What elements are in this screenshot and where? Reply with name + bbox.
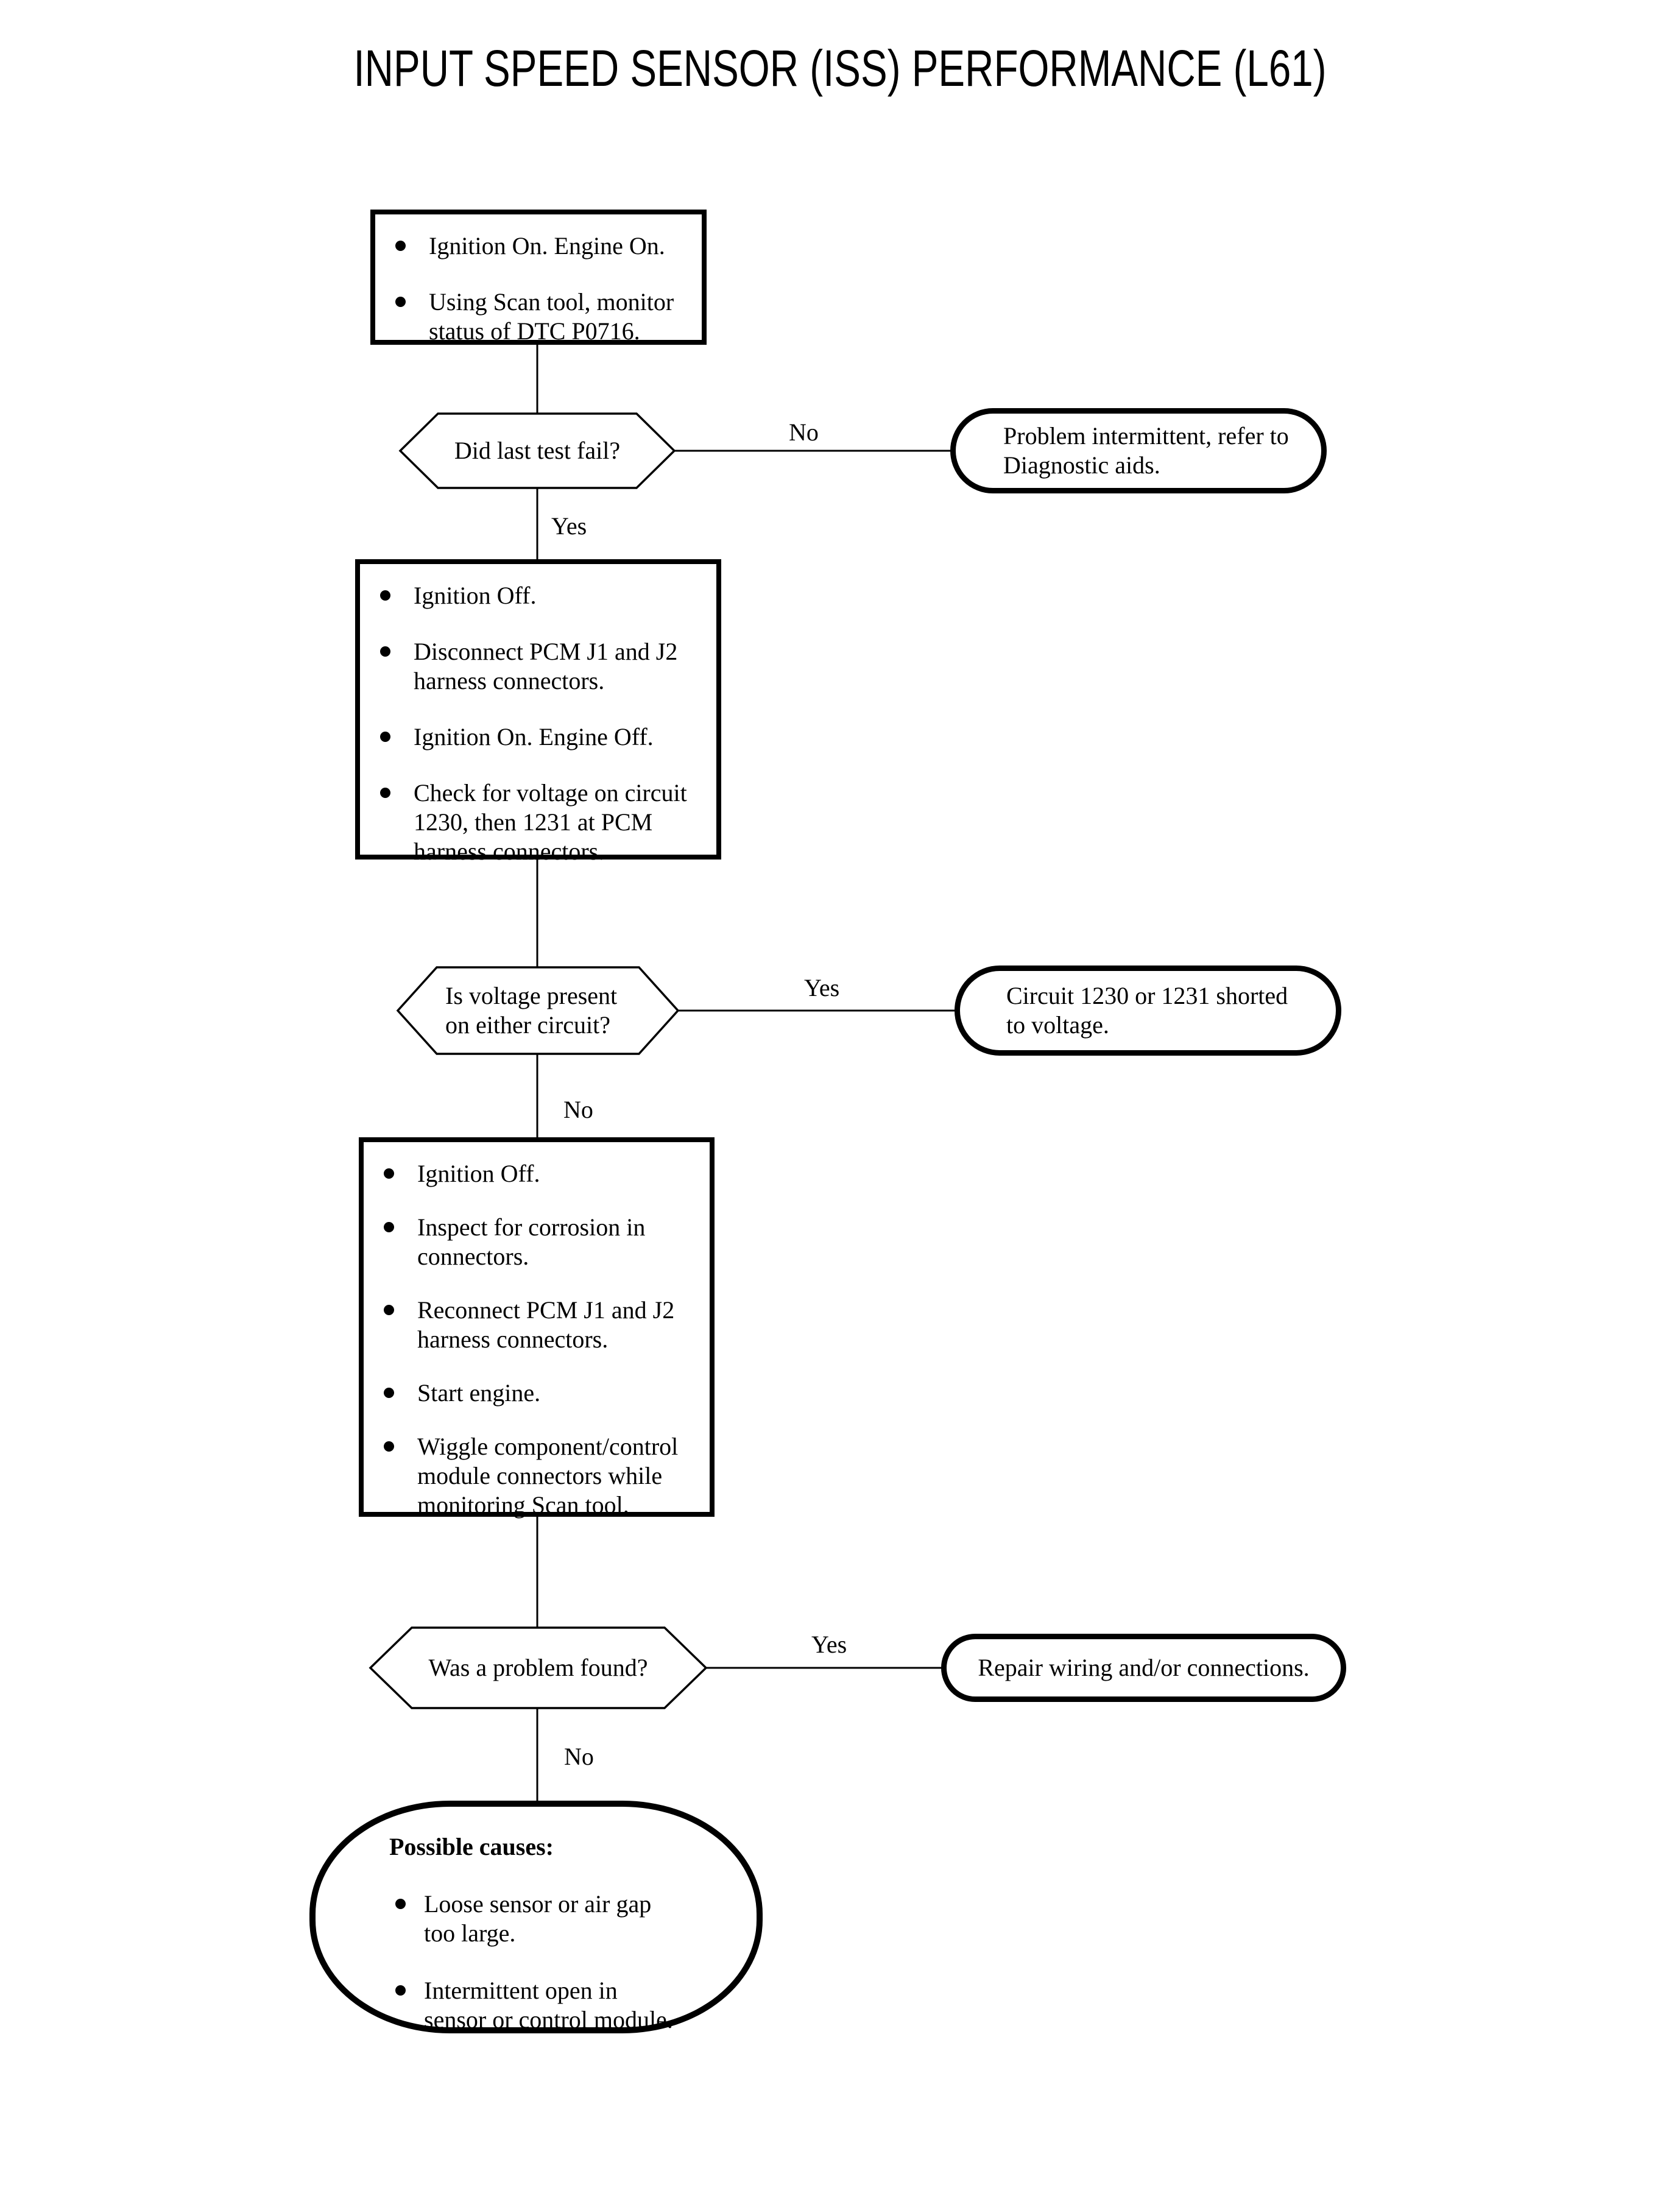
bullet-text: Ignition Off. bbox=[417, 1160, 540, 1187]
bullet-text: Disconnect PCM J1 and J2 harness connect… bbox=[414, 638, 678, 694]
bullet-dot bbox=[384, 1441, 394, 1452]
bullet-dot bbox=[380, 590, 390, 601]
bullet-item: Ignition On. Engine On. bbox=[395, 231, 692, 261]
bullet-dot bbox=[395, 297, 406, 307]
decision-hexagon-3 bbox=[369, 1626, 708, 1709]
bullet-item: Ignition Off. bbox=[380, 581, 707, 610]
bullet-text: Ignition Off. bbox=[414, 582, 537, 609]
bullet-item: Ignition Off. bbox=[384, 1159, 700, 1188]
decision2-yes-label: Yes bbox=[804, 974, 840, 1001]
decision3-question: Was a problem found? bbox=[428, 1654, 648, 1681]
bullet-text: Loose sensor or air gap too large. bbox=[424, 1890, 652, 1947]
decision3-yes-label: Yes bbox=[811, 1631, 847, 1658]
decision2-no-label: No bbox=[563, 1096, 593, 1123]
terminal-circuit-shorted: Circuit 1230 or 1231 shorted to voltage. bbox=[955, 966, 1341, 1056]
decision-hexagon-1 bbox=[398, 412, 676, 489]
decision-hexagon-2 bbox=[396, 966, 680, 1055]
bullet-item: Check for voltage on circuit 1230, then … bbox=[380, 778, 707, 866]
possible-causes-oval: Possible causes: Loose sensor or air gap… bbox=[309, 1801, 763, 2033]
process-box-step3: Ignition Off. Inspect for corrosion in c… bbox=[359, 1137, 715, 1520]
bullet-text: Ignition On. Engine On. bbox=[429, 232, 665, 259]
process-box-step2: Ignition Off. Disconnect PCM J1 and J2 h… bbox=[355, 559, 721, 865]
decision2-question: Is voltage present on either circuit? bbox=[445, 982, 618, 1039]
decision1-question: Did last test fail? bbox=[454, 437, 621, 464]
bullet-dot bbox=[384, 1388, 394, 1398]
bullet-text: Using Scan tool, monitor status of DTC P… bbox=[429, 288, 674, 345]
bullet-dot bbox=[380, 646, 390, 657]
bullet-text: Reconnect PCM J1 and J2 harness connecto… bbox=[417, 1296, 675, 1353]
bullet-text: Wiggle component/control module connecto… bbox=[417, 1433, 679, 1519]
page-title: INPUT SPEED SENSOR (ISS) PERFORMANCE (L6… bbox=[353, 40, 1327, 97]
bullet-text: Inspect for corrosion in connectors. bbox=[417, 1213, 646, 1270]
bullet-dot bbox=[384, 1168, 394, 1179]
bullet-dot bbox=[384, 1305, 394, 1315]
bullet-item: Wiggle component/control module connecto… bbox=[384, 1432, 700, 1520]
decision1-no-label: No bbox=[789, 418, 819, 446]
bullet-dot bbox=[395, 241, 406, 251]
bullet-text: Start engine. bbox=[417, 1379, 541, 1407]
bullet-dot bbox=[380, 788, 390, 798]
decision3-no-label: No bbox=[564, 1743, 594, 1770]
decision1-yes-label: Yes bbox=[551, 512, 587, 540]
bullet-item: Using Scan tool, monitor status of DTC P… bbox=[395, 288, 692, 346]
bullet-text: Ignition On. Engine Off. bbox=[414, 723, 654, 750]
bullet-item: Ignition On. Engine Off. bbox=[380, 722, 707, 752]
bullet-item: Start engine. bbox=[384, 1379, 700, 1408]
terminal-text: Circuit 1230 or 1231 shorted to voltage. bbox=[1006, 982, 1288, 1039]
possible-causes-heading: Possible causes: bbox=[389, 1833, 554, 1860]
bullet-item: Reconnect PCM J1 and J2 harness connecto… bbox=[384, 1296, 700, 1354]
bullet-item: Disconnect PCM J1 and J2 harness connect… bbox=[380, 637, 707, 696]
bullet-item: Intermittent open in sensor or control m… bbox=[395, 1976, 744, 2035]
terminal-problem-intermittent: Problem intermittent, refer to Diagnosti… bbox=[950, 408, 1327, 493]
process-box-step1: Ignition On. Engine On. Using Scan tool,… bbox=[370, 210, 707, 345]
bullet-text: Intermittent open in sensor or control m… bbox=[424, 1977, 673, 2033]
bullet-item: Loose sensor or air gap too large. bbox=[395, 1890, 744, 1948]
bullet-dot bbox=[384, 1222, 394, 1232]
bullet-item: Inspect for corrosion in connectors. bbox=[384, 1213, 700, 1271]
bullet-dot bbox=[395, 1899, 406, 1909]
terminal-text: Problem intermittent, refer to Diagnosti… bbox=[1003, 422, 1289, 479]
terminal-text: Repair wiring and/or connections. bbox=[978, 1654, 1310, 1681]
bullet-dot bbox=[380, 732, 390, 742]
terminal-repair-wiring: Repair wiring and/or connections. bbox=[941, 1634, 1346, 1702]
bullet-dot bbox=[395, 1985, 406, 1996]
bullet-text: Check for voltage on circuit 1230, then … bbox=[414, 779, 687, 865]
